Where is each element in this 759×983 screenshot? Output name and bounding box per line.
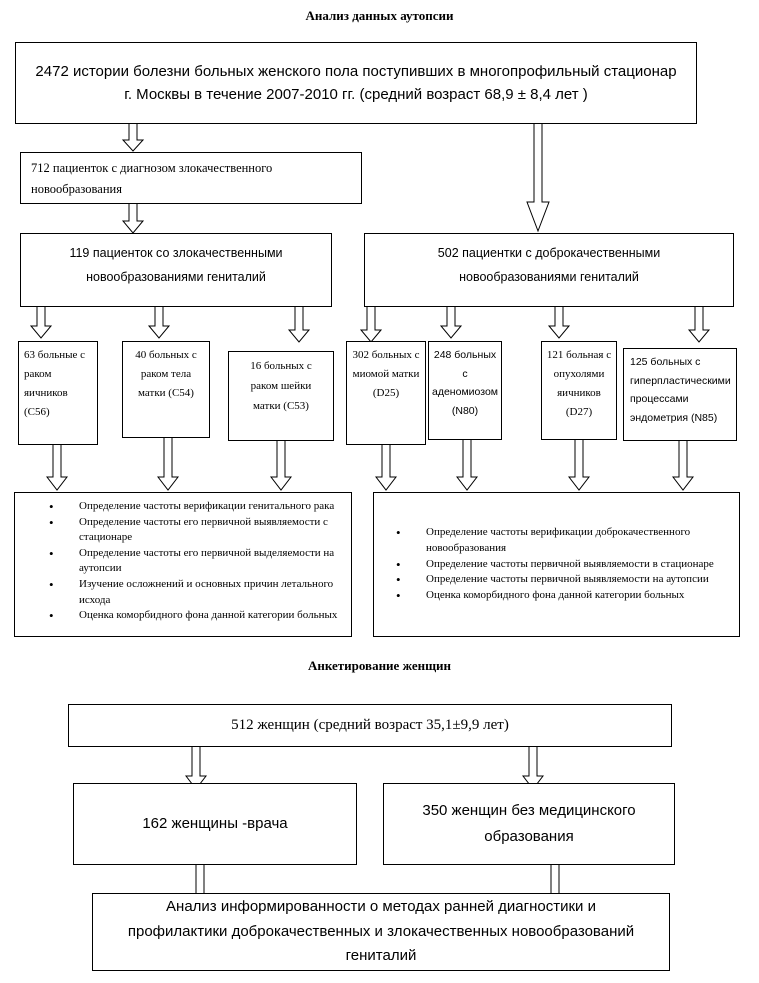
list-item: Оценка коморбидного фона данной категори… [396, 587, 729, 605]
box-survey-nonmedical-text: 350 женщин без медицинского образования [422, 801, 636, 845]
box-diagnosis-6: 125 больных с гиперпластическими процесс… [623, 348, 737, 441]
box-malignant-genital-text: 119 пациенток со злокачественными новооб… [69, 246, 283, 284]
section-title-survey: Анкетирование женщин [307, 658, 452, 673]
box-diagnosis-5: 121 больная с опухолями яичников (D27) [541, 341, 617, 440]
arrow-dx4-to-benign-tasks [455, 440, 479, 491]
box-malignant-diagnosis-text: 712 пациенток с диагнозом злокачественно… [31, 161, 273, 196]
arrow-benign-to-dx-4 [439, 307, 463, 339]
box-diagnosis-3-text: 302 больных с миомой матки (D25) [352, 349, 420, 399]
box-survey-outcome: Анализ информированности о методах ранне… [92, 893, 670, 971]
box-survey-root-text: 512 женщин (средний возраст 35,1±9,9 лет… [231, 716, 509, 733]
arrow-benign-to-dx-6 [687, 307, 711, 343]
arrow-genital-to-dx-2 [287, 307, 311, 343]
box-benign-tasks: Определение частоты верификации доброкач… [373, 492, 740, 637]
arrow-dx1-to-malignant-tasks [156, 438, 180, 491]
list-item: Определение частоты первичной выявляемос… [396, 571, 729, 589]
arrow-dx5-to-benign-tasks [567, 440, 591, 491]
box-survey-root: 512 женщин (средний возраст 35,1±9,9 лет… [68, 704, 672, 747]
box-survey-doctors: 162 женщины -врача [73, 783, 357, 865]
list-item: Изучение осложнений и основных причин ле… [49, 576, 341, 608]
arrow-genital-to-dx-1 [147, 307, 171, 339]
box-autopsy-root: 2472 истории болезни больных женского по… [15, 42, 697, 124]
box-survey-doctors-text: 162 женщины -врача [142, 815, 288, 833]
box-diagnosis-0-text: 63 больные с раком яичников (С56) [24, 349, 85, 418]
list-item: Определение частоты его первичной выявля… [49, 514, 341, 546]
benign-task-list: Определение частоты верификации доброкач… [374, 524, 739, 605]
arrow-dx3-to-benign-tasks [374, 445, 398, 491]
box-benign-genital: 502 пациентки с доброкачественными новоо… [364, 233, 734, 307]
arrow-root-to-benign [526, 124, 550, 233]
arrow-dx2-to-malignant-tasks [269, 441, 293, 491]
box-malignant-genital: 119 пациенток со злокачественными новооб… [20, 233, 332, 307]
box-diagnosis-5-text: 121 больная с опухолями яичников (D27) [546, 349, 612, 418]
list-item: Оценка коморбидного фона данной категори… [49, 607, 341, 625]
box-survey-outcome-text: Анализ информированности о методах ранне… [127, 897, 635, 965]
arrow-malignant-dx-to-genital [121, 204, 145, 234]
arrow-benign-to-dx-5 [547, 307, 571, 339]
section-title-autopsy: Анализ данных аутопсии [305, 8, 454, 23]
box-autopsy-root-text: 2472 истории болезни больных женского по… [35, 62, 677, 103]
box-diagnosis-1-text: 40 больных с раком тела матки (С54) [135, 349, 197, 399]
box-diagnosis-6-text: 125 больных с гиперпластическими процесс… [630, 356, 731, 425]
arrow-dx6-to-benign-tasks [671, 441, 695, 491]
box-malignant-tasks: Определение частоты верификации гениталь… [14, 492, 352, 637]
box-survey-nonmedical: 350 женщин без медицинского образования [383, 783, 675, 865]
box-benign-genital-text: 502 пациентки с доброкачественными новоо… [437, 246, 661, 284]
box-diagnosis-4-text: 248 больных с аденомиозом (N80) [432, 349, 499, 418]
arrow-dx0-to-malignant-tasks [45, 445, 69, 491]
box-diagnosis-2-text: 16 больных с раком шейки матки (С53) [250, 360, 312, 412]
arrow-root-to-malignant-dx [121, 124, 145, 152]
list-item: Определение частоты первичной выявляемос… [396, 556, 729, 574]
box-diagnosis-2: 16 больных с раком шейки матки (С53) [228, 351, 334, 441]
list-item: Определение частоты его первичной выделя… [49, 545, 341, 577]
box-diagnosis-1: 40 больных с раком тела матки (С54) [122, 341, 210, 438]
arrow-benign-to-dx-3 [359, 307, 383, 343]
box-diagnosis-4: 248 больных с аденомиозом (N80) [428, 341, 502, 440]
list-item: Определение частоты верификации доброкач… [396, 524, 729, 556]
list-item: Определение частоты верификации гениталь… [49, 498, 341, 516]
arrow-genital-to-dx-0 [29, 307, 53, 339]
box-malignant-diagnosis: 712 пациенток с диагнозом злокачественно… [20, 152, 362, 204]
box-diagnosis-0: 63 больные с раком яичников (С56) [18, 341, 98, 445]
malignant-task-list: Определение частоты верификации гениталь… [15, 493, 351, 625]
box-diagnosis-3: 302 больных с миомой матки (D25) [346, 341, 426, 445]
